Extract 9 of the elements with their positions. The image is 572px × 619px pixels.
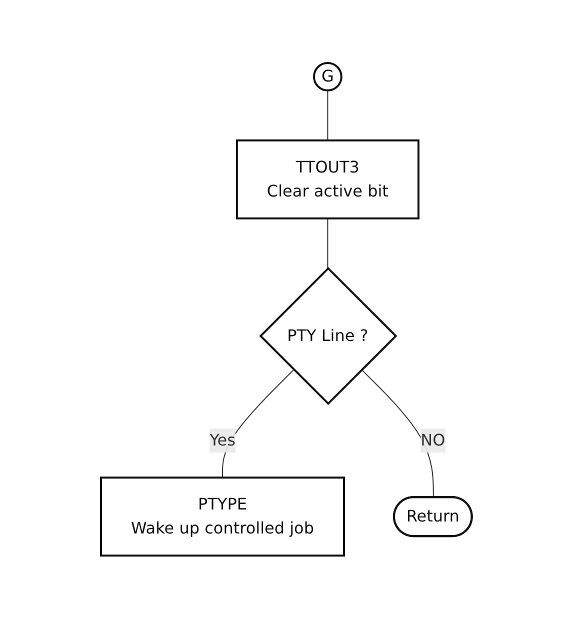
connector [360,369,434,498]
edge-label: Yes [209,430,236,450]
connector [326,90,328,142]
node-diamond: PTY Line ? [258,267,397,406]
edge-label: NO [420,430,445,450]
node-box: PTYPE Wake up controlled job [100,476,345,557]
node-box: TTOUT3 Clear active bit [236,140,420,220]
connector [326,218,328,270]
node-circle: G [312,62,342,92]
